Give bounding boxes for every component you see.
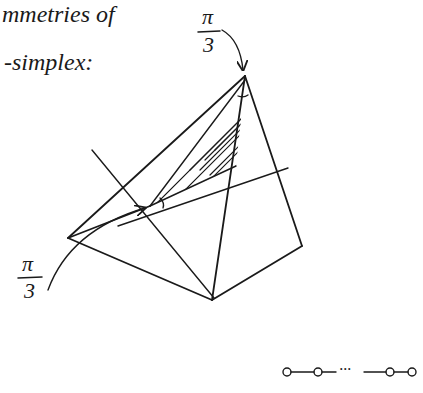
angle-label: π: [22, 253, 33, 275]
edge-line: [212, 246, 302, 300]
heading-text: -simplex:: [4, 50, 93, 74]
axis-line: [150, 80, 245, 206]
angle-mark: [238, 95, 248, 97]
axis-line: [92, 150, 214, 298]
axis-line: [118, 168, 288, 226]
heading-text: mmetries of: [2, 2, 115, 26]
angle-label: 3: [203, 34, 214, 56]
angle-label: 3: [24, 280, 35, 302]
hatching: [140, 70, 310, 236]
ellipsis-label: ···: [339, 362, 351, 378]
angle-mark: [160, 198, 164, 208]
callout-arrow: [48, 208, 145, 290]
callout-arrow: [222, 30, 243, 70]
angle-label: π: [202, 6, 213, 28]
axis-line: [150, 166, 236, 206]
edge-line: [245, 76, 302, 246]
fraction-bar: [18, 277, 42, 278]
fraction-bar: [198, 31, 220, 32]
